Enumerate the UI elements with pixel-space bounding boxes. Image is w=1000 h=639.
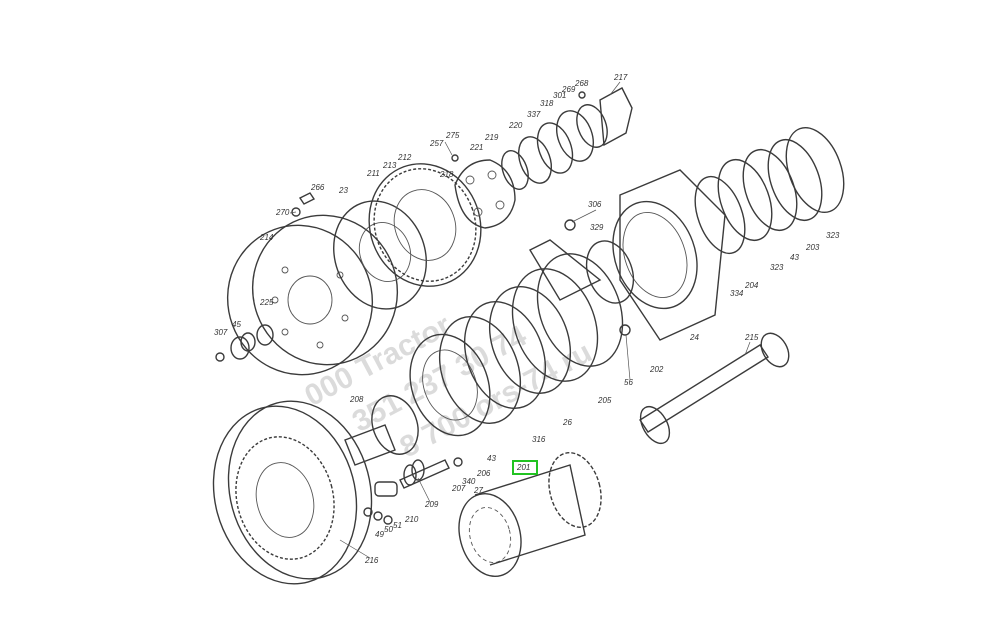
label-323-mid: 323 — [770, 263, 784, 272]
label-205: 205 — [597, 396, 612, 405]
flange-221 — [454, 159, 516, 229]
label-209: 209 — [424, 500, 439, 509]
label-50: 50 — [384, 525, 393, 534]
label-257: 257 — [429, 139, 444, 148]
label-211: 211 — [366, 169, 380, 178]
label-225: 225 — [259, 298, 274, 307]
label-27: 27 — [473, 486, 483, 495]
label-204: 204 — [744, 281, 759, 290]
label-269: 269 — [561, 85, 576, 94]
label-316: 316 — [532, 435, 546, 444]
label-301: 301 — [553, 91, 566, 100]
label-24: 24 — [689, 333, 699, 342]
label-201: 201 — [516, 463, 530, 472]
gear-ring-212 — [368, 163, 482, 287]
label-306: 306 — [588, 200, 602, 209]
watermark: 000 Tractor 351 237 30 74 8 700 ors-74 r… — [299, 309, 597, 465]
label-43-right: 43 — [790, 253, 799, 262]
gear-201 — [458, 452, 602, 578]
rings-upper — [451, 87, 633, 190]
label-220: 220 — [508, 121, 523, 130]
small-parts-lower — [363, 324, 631, 525]
label-307: 307 — [214, 328, 228, 337]
label-45: 45 — [232, 320, 241, 329]
label-329: 329 — [590, 223, 604, 232]
rings-right — [564, 127, 845, 304]
label-212: 212 — [397, 153, 412, 162]
label-213: 213 — [382, 161, 397, 170]
label-337: 337 — [527, 110, 541, 119]
label-202: 202 — [649, 365, 664, 374]
label-221: 221 — [469, 143, 483, 152]
clutch-pack — [371, 239, 624, 455]
hub-23 — [333, 200, 427, 310]
label-208: 208 — [349, 395, 364, 404]
label-266: 266 — [310, 183, 325, 192]
label-43-center: 43 — [487, 454, 496, 463]
label-203: 203 — [805, 243, 820, 252]
label-210: 210 — [404, 515, 419, 524]
label-270: 270 — [275, 208, 290, 217]
label-218: 218 — [439, 170, 454, 179]
label-268: 268 — [574, 79, 589, 88]
label-51: 51 — [393, 521, 402, 530]
highlight-box-201[interactable] — [512, 460, 538, 475]
label-49: 49 — [375, 530, 384, 539]
label-56: 56 — [624, 378, 633, 387]
small-washers-left — [215, 192, 316, 362]
label-219: 219 — [484, 133, 499, 142]
label-318: 318 — [540, 99, 554, 108]
label-275: 275 — [445, 131, 460, 140]
drum-216 — [212, 400, 396, 585]
shaft-215 — [639, 332, 790, 445]
label-214: 214 — [259, 233, 274, 242]
label-207: 207 — [451, 484, 466, 493]
label-216: 216 — [364, 556, 379, 565]
label-206: 206 — [476, 469, 491, 478]
label-340: 340 — [462, 477, 476, 486]
label-23: 23 — [338, 186, 348, 195]
part-labels: 217 268 269 301 318 337 220 219 221 275 … — [214, 73, 840, 565]
label-334: 334 — [730, 289, 744, 298]
label-217: 217 — [613, 73, 628, 82]
label-26: 26 — [562, 418, 572, 427]
label-215: 215 — [744, 333, 759, 342]
housing-202 — [612, 169, 726, 341]
leader-lines — [289, 81, 751, 559]
label-323-right: 323 — [826, 231, 840, 240]
